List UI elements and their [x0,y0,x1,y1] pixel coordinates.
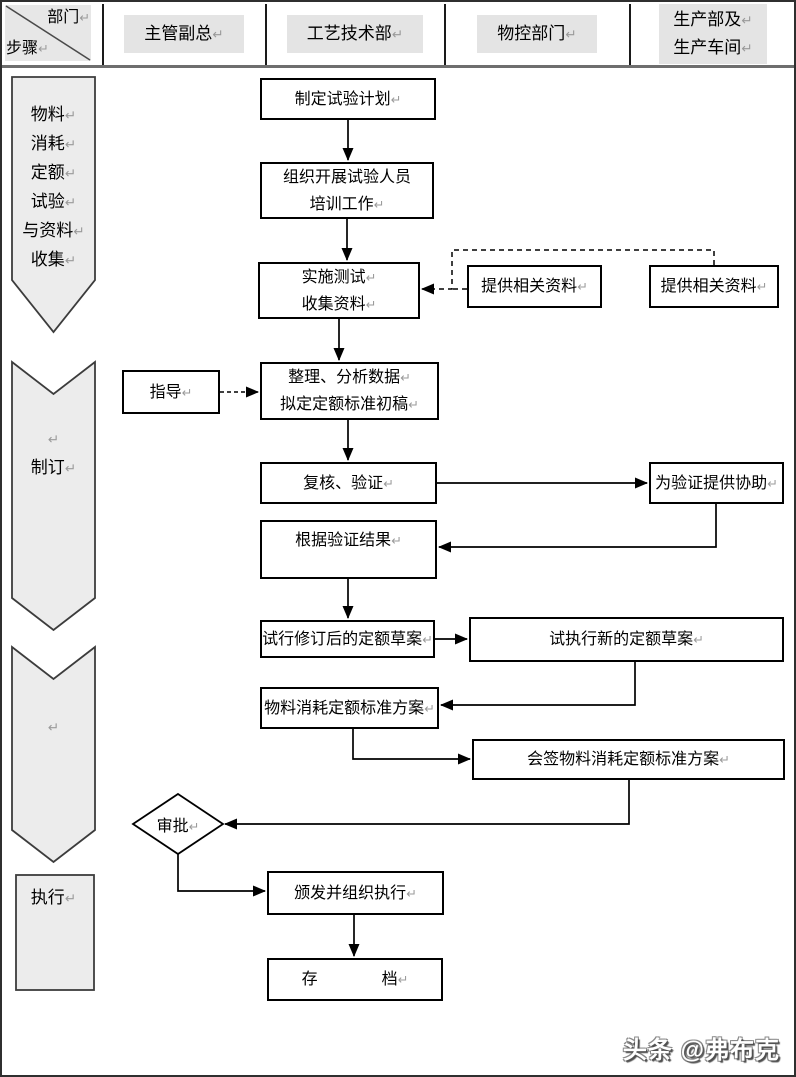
header-col-production: 生产部及↵ 生产车间↵ [631,2,794,65]
header-corner-step: 步骤↵ [6,40,49,57]
return-mark: ↵ [73,224,85,239]
return-mark: ↵ [373,196,385,212]
node-provide-materials-left: 提供相关资料↵ [467,265,602,308]
node-approve-label: 审批↵ [156,818,200,835]
return-mark: ↵ [422,631,433,647]
return-mark: ↵ [64,195,77,210]
connector-countersign-to-approve [224,780,630,830]
header-col-label-line1: 生产部及↵ [673,9,753,29]
node-trial-revised-draft: 试行修订后的定额草案↵ [260,620,435,658]
return-mark: ↵ [424,700,435,716]
header-col-process-tech: 工艺技术部↵ [267,2,443,65]
return-mark: ↵ [391,26,404,42]
node-review-verify: 复核、验证↵ [260,462,437,504]
return-mark: ↵ [64,166,77,181]
return-mark: ↵ [577,279,588,294]
node-guide: 指导↵ [122,370,220,414]
return-mark: ↵ [64,137,77,152]
header-bottom-rule [2,65,794,68]
return-mark: ↵ [64,461,77,476]
header-diagonal-line [5,5,91,61]
step-label-collect: 物料↵ 消耗↵ 定额↵ 试验↵ 与资料↵ 收集↵ [22,105,85,269]
step-shape-execute [15,874,95,991]
step-label-execute: 执行↵ [30,888,77,907]
return-mark: ↵ [693,632,704,647]
header-corner-department: 部门↵ [47,9,90,26]
node-assist-verification: 为验证提供协助↵ [649,462,784,504]
return-mark: ↵ [188,819,200,834]
node-quota-standard-scheme: 物料消耗定额标准方案↵ [260,687,439,729]
return-mark: ↵ [719,752,730,767]
header-col-material-control: 物控部门↵ [446,2,628,65]
return-mark: ↵ [64,891,77,906]
return-mark: ↵ [365,269,377,285]
watermark-toutiao-fubuke: 头条 @弗布克 [622,1037,780,1064]
header-col-label: 主管副总↵ [144,23,224,43]
return-mark: ↵ [406,885,417,901]
header-col-deputy-gm: 主管副总↵ [104,2,264,65]
header-divider-4 [629,4,631,66]
return-mark: ↵ [365,296,377,312]
node-per-verification-result: 根据验证结果↵ [260,520,437,579]
node-countersign-scheme: 会签物料消耗定额标准方案↵ [472,739,785,780]
node-implement-test-collect: 实施测试↵ 收集资料↵ [258,262,420,319]
connector-assist-to-result [438,504,717,553]
node-issue-and-execute: 颁发并组织执行↵ [267,871,444,915]
connector-approve-to-issue [177,854,266,897]
header-corner-cell: 部门↵ 步骤↵ [5,5,91,61]
step-label-draft: ↵ 制订↵ [30,432,77,477]
node-archive: 存 档↵ [267,958,443,1001]
return-mark: ↵ [767,475,778,491]
connector-provide-to-test-dashed [421,249,715,295]
step-shape-blank [11,645,96,864]
return-mark: ↵ [47,432,60,447]
return-mark: ↵ [741,12,753,28]
connector-executenew-to-scheme [440,662,636,711]
step-shape-draft [11,360,96,632]
header-col-label: 工艺技术部↵ [306,23,404,43]
header-divider-1 [102,4,104,66]
node-organize-training: 组织开展试验人员 培训工作↵ [260,162,434,219]
return-mark: ↵ [741,40,753,56]
header-divider-2 [265,4,267,66]
return-mark: ↵ [400,370,411,385]
return-mark: ↵ [397,972,409,987]
return-mark: ↵ [756,279,768,294]
return-mark: ↵ [565,26,577,42]
node-organize-analyze-data: 整理、分析数据↵ 拟定定额标准初稿↵ [260,362,439,420]
return-mark: ↵ [64,253,77,268]
node-provide-materials-right: 提供相关资料↵ [649,265,779,308]
node-execute-new-draft: 试执行新的定额草案↵ [469,617,784,662]
step-label-blank: ↵ [7,713,100,742]
return-mark: ↵ [47,720,60,735]
return-mark: ↵ [79,10,90,25]
return-mark: ↵ [390,91,402,107]
header-col-label: 物控部门↵ [497,23,577,43]
connector-scheme-to-countersign [352,729,471,765]
return-mark: ↵ [64,108,77,123]
return-mark: ↵ [181,384,193,400]
node-make-test-plan: 制定试验计划↵ [260,78,436,120]
return-mark: ↵ [38,41,49,56]
return-mark: ↵ [383,475,394,491]
return-mark: ↵ [408,397,419,412]
return-mark: ↵ [212,26,224,42]
header-divider-3 [444,4,446,66]
return-mark: ↵ [391,533,402,548]
step-shape-collect [11,76,96,334]
header-col-label-line2: 生产车间↵ [673,37,753,57]
